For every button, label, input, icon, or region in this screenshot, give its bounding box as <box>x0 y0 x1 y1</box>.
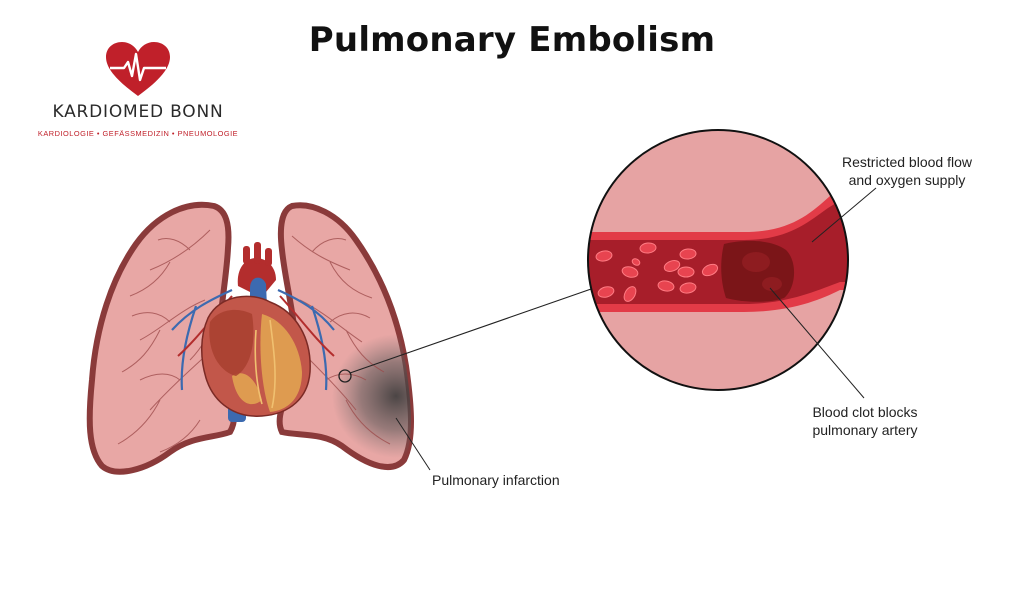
label-restricted-line1: Restricted blood flow <box>842 154 972 170</box>
right-lung <box>276 202 414 471</box>
label-clot-line2: pulmonary artery <box>812 422 918 438</box>
heart-ecg-icon <box>106 42 170 96</box>
infarction-marker <box>338 369 352 383</box>
left-lung <box>86 201 238 475</box>
infarction-leader-line <box>395 417 431 471</box>
label-pulmonary-infarction: Pulmonary infarction <box>432 472 560 488</box>
label-blood-clot: Blood clot blocks pulmonary artery <box>790 403 940 439</box>
logo-tagline: KARDIOLOGIE • GEFÄSSMEDIZIN • PNEUMOLOGI… <box>37 129 239 138</box>
logo-brand-text: KARDIOMED BONN <box>52 102 224 122</box>
restricted-leader-line <box>811 187 877 243</box>
label-restricted-line2: and oxygen supply <box>848 172 966 188</box>
label-clot-line1: Blood clot blocks <box>812 404 918 420</box>
zoom-pointer-line <box>349 287 595 374</box>
kardiomed-logo: KARDIOMED BONN KARDIOLOGIE • GEFÄSSMEDIZ… <box>36 42 240 142</box>
page-title: Pulmonary Embolism <box>308 20 716 60</box>
infarction-shading <box>332 334 411 458</box>
magnified-artery-view <box>587 129 877 399</box>
heart <box>201 242 311 422</box>
red-blood-cells <box>595 242 719 302</box>
label-restricted-blood-flow: Restricted blood flow and oxygen supply <box>812 153 1002 189</box>
clot-leader-line <box>769 287 865 399</box>
